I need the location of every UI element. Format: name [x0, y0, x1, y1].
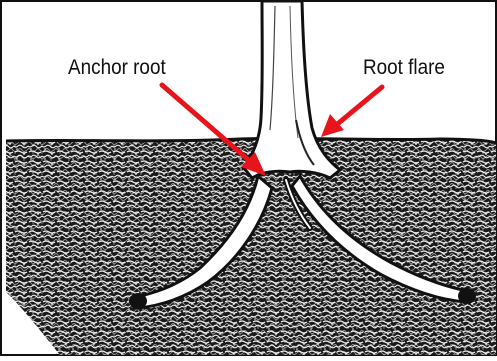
anchor-root-label: Anchor root [68, 57, 166, 78]
root-flare-label: Root flare [363, 57, 445, 78]
